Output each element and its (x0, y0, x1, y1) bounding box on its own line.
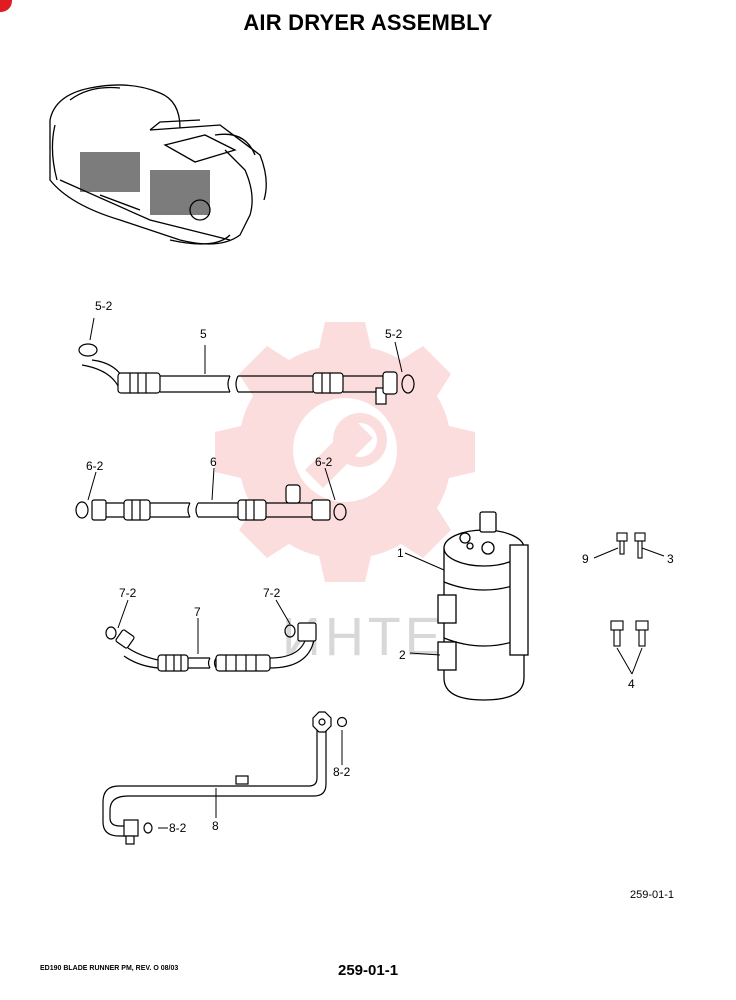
callout-3: 3 (667, 552, 674, 566)
leaders-7 (117, 599, 291, 654)
leaders-bolts (593, 547, 665, 675)
page-title: AIR DRYER ASSEMBLY (243, 10, 493, 35)
leaders-dryer (404, 552, 445, 656)
hose-6 (75, 484, 347, 521)
leaders-5 (89, 317, 403, 374)
callout-1: 1 (397, 546, 404, 560)
footer-page-number: 259-01-1 (338, 962, 399, 979)
hose-7 (105, 622, 317, 672)
callout-4: 4 (628, 677, 635, 691)
leaders-8 (158, 730, 343, 829)
callout-8: 8 (212, 819, 219, 833)
machine-illustration (49, 84, 267, 245)
watermark-logo (215, 322, 475, 582)
callout-7: 7 (194, 605, 201, 619)
footer-doc-info: ED190 BLADE RUNNER PM, REV. O 08/03 (40, 965, 179, 972)
air-dryer (437, 511, 529, 701)
bolts (610, 532, 649, 647)
callout-5: 5 (200, 327, 207, 341)
callout-2: 2 (399, 648, 406, 662)
callout-8-2-right: 8-2 (333, 765, 351, 779)
hose-5 (78, 343, 415, 405)
figure-reference: 259-01-1 (630, 889, 675, 901)
leaders-6 (87, 467, 336, 501)
callout-7-2-left: 7-2 (119, 586, 137, 600)
callout-6-2-left: 6-2 (86, 459, 104, 473)
callout-6: 6 (210, 455, 217, 469)
tube-8 (102, 711, 348, 845)
callout-5-2-right: 5-2 (385, 327, 403, 341)
callout-6-2-right: 6-2 (315, 455, 333, 469)
callout-9: 9 (582, 552, 589, 566)
callout-7-2-right: 7-2 (263, 586, 281, 600)
callout-5-2-left: 5-2 (95, 299, 113, 313)
callout-8-2-left: 8-2 (169, 821, 187, 835)
